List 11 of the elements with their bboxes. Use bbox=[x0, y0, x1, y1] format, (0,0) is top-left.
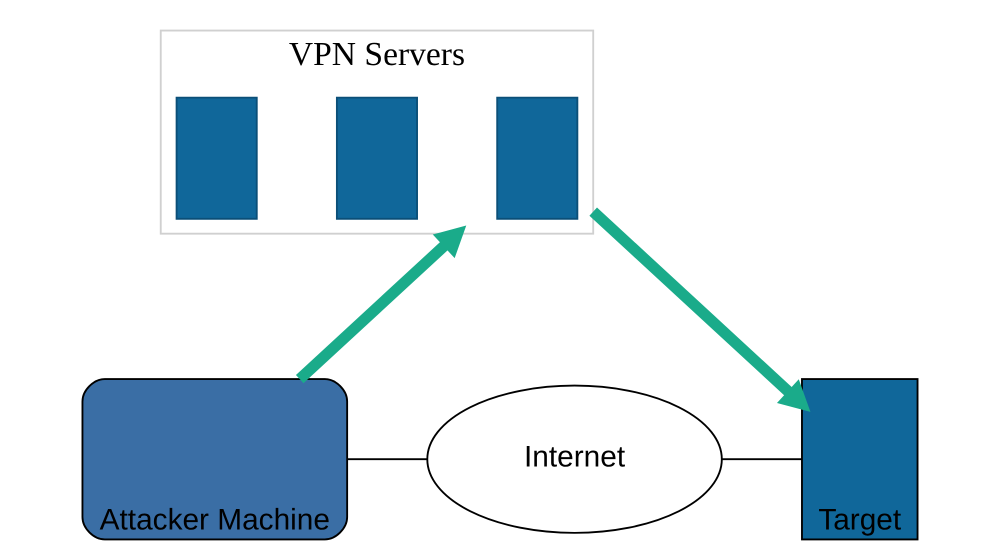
node-ellipse: Internet bbox=[426, 384, 723, 534]
connector bbox=[722, 458, 802, 460]
node-box: Attacker Machine bbox=[82, 378, 348, 540]
node-box: Target bbox=[801, 378, 918, 540]
arrow bbox=[589, 208, 810, 412]
arrow bbox=[296, 226, 466, 384]
node-box bbox=[496, 96, 578, 220]
cluster: VPN Servers bbox=[160, 30, 594, 235]
node-box bbox=[176, 96, 258, 220]
node-box bbox=[336, 96, 418, 220]
connector bbox=[348, 458, 426, 460]
